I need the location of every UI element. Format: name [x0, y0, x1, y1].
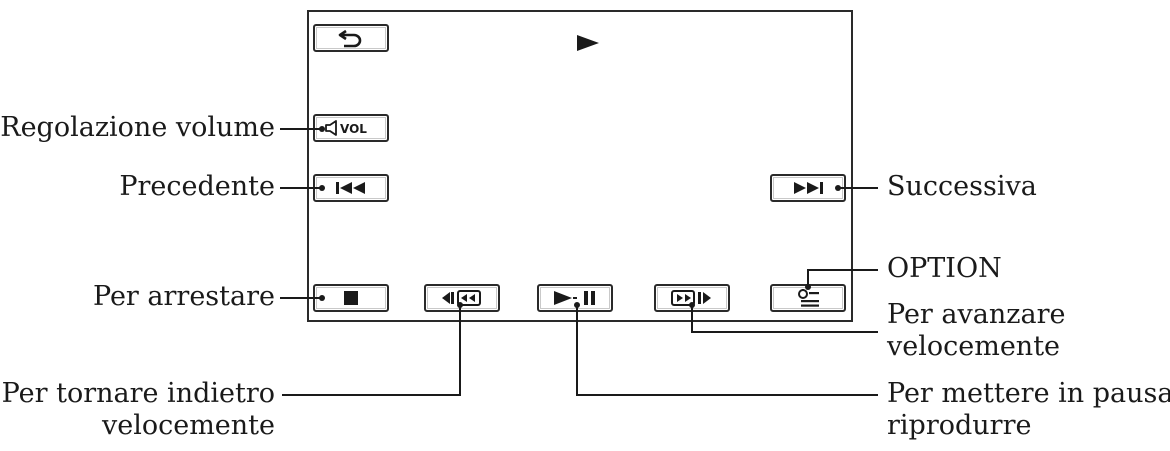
- label-volume: Regolazione volume: [0, 112, 275, 143]
- next-button[interactable]: [770, 174, 846, 202]
- option-menu-icon: [795, 288, 821, 308]
- label-play-pause-line2: riprodurre: [887, 410, 1032, 441]
- option-button[interactable]: [770, 284, 846, 312]
- label-forward: Per avanzare velocemente: [887, 299, 1065, 363]
- label-rewind-line1: Per tornare indietro: [1, 378, 275, 409]
- volume-button[interactable]: VOL: [313, 114, 389, 142]
- stop-square-icon: [343, 290, 359, 306]
- stop-button[interactable]: [313, 284, 389, 312]
- skip-previous-icon: [334, 181, 368, 195]
- speaker-icon: VOL: [320, 119, 382, 137]
- rewind-button[interactable]: [424, 284, 500, 312]
- fast-rewind-icon: [440, 289, 484, 307]
- back-button[interactable]: [313, 24, 389, 52]
- label-stop: Per arrestare: [93, 281, 275, 312]
- play-pause-button[interactable]: [537, 284, 613, 312]
- lcd-screen: [307, 10, 853, 322]
- label-play-pause-line1: Per mettere in pausa/: [887, 378, 1170, 409]
- label-rewind: Per tornare indietro velocemente: [2, 378, 275, 442]
- label-forward-line2: velocemente: [887, 331, 1061, 362]
- play-status-icon: [577, 35, 599, 55]
- skip-next-icon: [791, 181, 825, 195]
- label-forward-line1: Per avanzare: [887, 299, 1066, 330]
- label-previous: Precedente: [119, 171, 275, 202]
- fast-forward-icon: [670, 289, 714, 307]
- label-option: OPTION: [887, 253, 1002, 284]
- label-play-pause: Per mettere in pausa/ riprodurre: [887, 378, 1170, 442]
- label-next: Successiva: [887, 171, 1037, 202]
- forward-button[interactable]: [654, 284, 730, 312]
- label-rewind-line2: velocemente: [101, 410, 275, 441]
- play-pause-icon: [552, 290, 598, 306]
- svg-text:VOL: VOL: [340, 122, 367, 136]
- previous-button[interactable]: [313, 174, 389, 202]
- return-arrow-icon: [337, 28, 365, 48]
